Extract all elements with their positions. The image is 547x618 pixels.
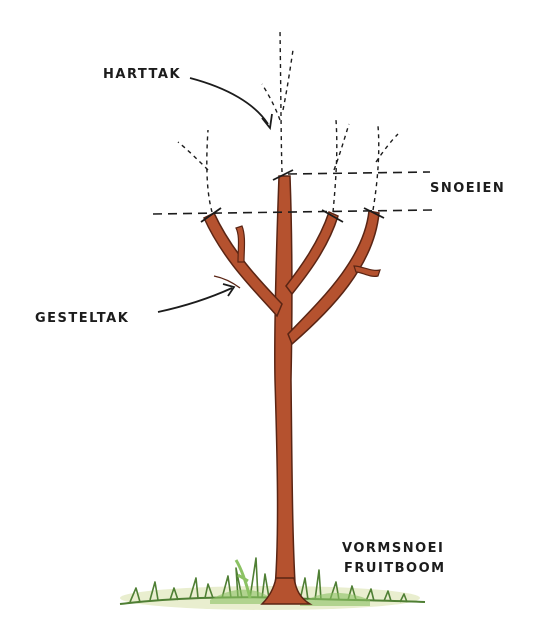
scaffold-branch-mid <box>286 212 338 294</box>
cut-marks <box>201 170 384 222</box>
leader-shoot-left <box>262 84 280 120</box>
pruning-line-leader <box>288 172 430 174</box>
caption-line-1: VORMSNOEI <box>342 541 444 556</box>
label-harttak: HARTTAK <box>103 67 181 82</box>
tree-trunk <box>274 176 296 600</box>
caption-line-2: FRUITBOOM <box>344 561 446 576</box>
label-snoeien: SNOEIEN <box>430 181 505 196</box>
leader-shoot-right <box>283 50 293 110</box>
leader-extension <box>280 30 282 172</box>
label-gesteltak: GESTELTAK <box>35 311 129 326</box>
pruning-line-scaffold <box>153 210 432 214</box>
right-branch-extension <box>373 126 379 210</box>
arrow-gesteltak <box>158 288 232 312</box>
arrow-harttak <box>190 78 268 124</box>
tree <box>204 176 380 604</box>
pruning-lines <box>153 172 432 214</box>
side-shoot-right <box>354 266 380 276</box>
left-branch-extension <box>207 130 212 212</box>
left-side-shoot <box>178 142 208 170</box>
right-side-shoot <box>376 134 398 162</box>
twig-left-downcurve <box>214 276 240 288</box>
